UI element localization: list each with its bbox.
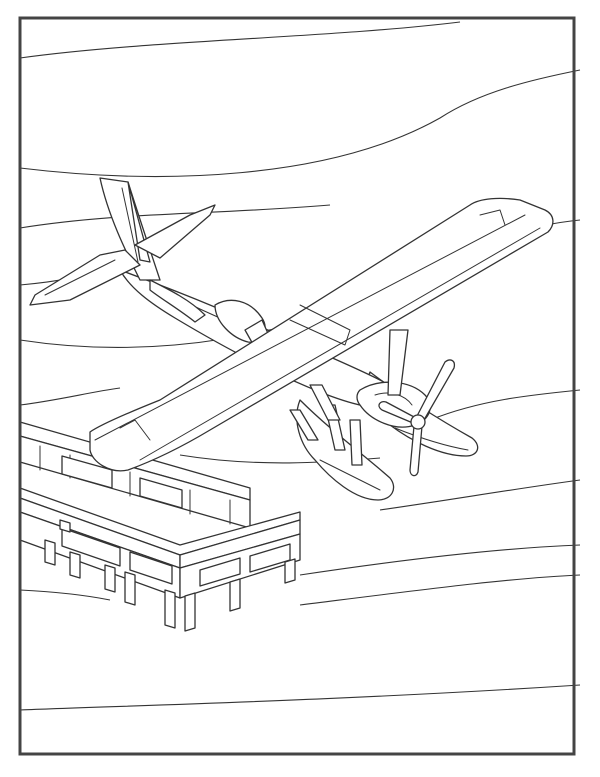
- page-border: [18, 16, 576, 756]
- wooden-dock: [19, 421, 301, 632]
- seaplane-wing: [89, 197, 554, 472]
- seaplane-tail: [29, 177, 216, 323]
- seaplane-propeller: [378, 359, 456, 477]
